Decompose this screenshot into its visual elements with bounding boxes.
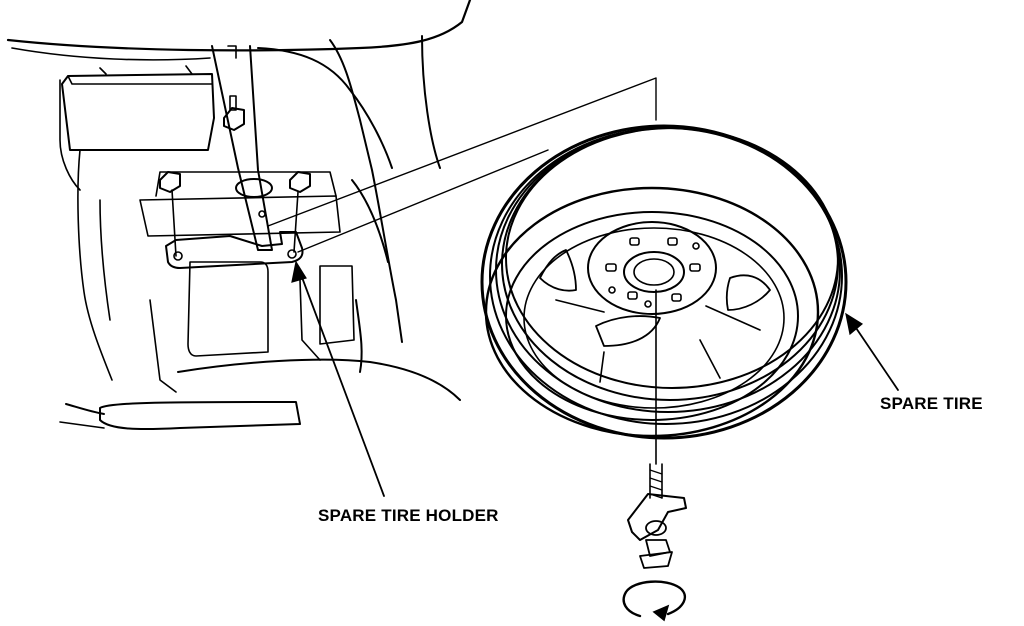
spare-tire-label: SPARE TIRE	[880, 394, 983, 413]
spare-tire-part	[480, 124, 848, 569]
trunk-body-outline	[6, 0, 472, 401]
rotation-arrow-icon	[622, 580, 687, 622]
connector-lines	[267, 77, 657, 253]
trunk-box-component	[61, 65, 215, 151]
tire-tool	[59, 401, 301, 431]
spare-tire-holder-part	[159, 45, 311, 269]
spare-tire-holder-label: SPARE TIRE HOLDER	[318, 506, 499, 525]
leader-lines	[291, 260, 899, 497]
